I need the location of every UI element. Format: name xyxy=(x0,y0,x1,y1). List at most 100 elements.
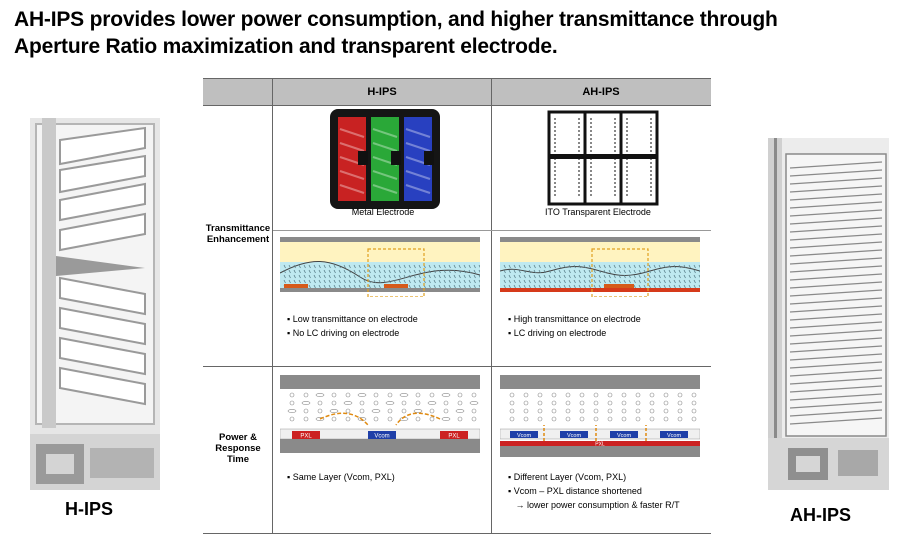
lc-molecule xyxy=(693,284,696,289)
lc-molecule xyxy=(373,392,379,398)
lc-molecule xyxy=(563,274,566,279)
lc-molecule xyxy=(583,279,586,284)
lc-molecule xyxy=(508,269,511,274)
header-h-ips: H-IPS xyxy=(273,78,491,106)
lc-molecule xyxy=(553,269,556,274)
lc-molecule xyxy=(663,274,666,279)
lc-molecule xyxy=(358,269,361,274)
vcom-electrode: Vcom xyxy=(517,433,531,439)
lc-molecule xyxy=(378,284,381,289)
note-line: ▪ High transmittance on electrode xyxy=(508,314,641,324)
lc-molecule xyxy=(583,284,586,289)
lc-molecule xyxy=(288,274,291,279)
lc-molecule xyxy=(343,284,346,289)
lc-molecule xyxy=(593,279,596,284)
lc-molecule xyxy=(688,269,691,274)
lc-molecule xyxy=(348,264,351,269)
lc-molecule xyxy=(338,274,341,279)
lc-molecule xyxy=(458,279,461,284)
lc-molecule xyxy=(508,284,511,289)
lc-molecule xyxy=(378,279,381,284)
lc-molecule xyxy=(413,279,416,284)
lc-molecule xyxy=(523,279,526,284)
lc-molecule xyxy=(408,274,411,279)
lc-molecule xyxy=(593,284,596,289)
lc-molecule xyxy=(543,274,546,279)
lc-molecule xyxy=(323,264,326,269)
lc-molecule xyxy=(433,269,436,274)
lc-molecule xyxy=(543,264,546,269)
lc-molecule xyxy=(663,400,669,406)
lc-molecule xyxy=(508,279,511,284)
lc-molecule xyxy=(457,416,463,422)
lc-molecule xyxy=(553,284,556,289)
ah-ips-label: AH-IPS xyxy=(790,505,852,525)
lc-molecule xyxy=(548,264,551,269)
lc-molecule xyxy=(288,279,291,284)
lc-molecule xyxy=(648,269,651,274)
lc-molecule xyxy=(593,269,596,274)
lc-molecule xyxy=(603,279,606,284)
lc-molecule xyxy=(403,274,406,279)
lc-molecule xyxy=(698,274,700,278)
lc-molecule xyxy=(518,284,521,289)
lc-molecule xyxy=(345,416,351,422)
lc-molecule xyxy=(463,269,466,274)
lc-molecule xyxy=(323,279,326,284)
lc-molecule xyxy=(653,269,656,274)
lc-molecule xyxy=(638,274,641,279)
lc-molecule xyxy=(428,279,431,284)
lc-molecule xyxy=(448,284,451,289)
lc-molecule xyxy=(458,274,461,279)
lc-molecule xyxy=(635,416,641,422)
electrode-stripe xyxy=(789,281,883,289)
lc-molecule xyxy=(288,269,291,274)
lc-molecule xyxy=(328,264,331,269)
lc-molecule xyxy=(623,279,626,284)
lc-molecule xyxy=(403,269,406,274)
lc-molecule xyxy=(401,408,407,414)
lc-molecule xyxy=(323,284,326,289)
lc-molecule xyxy=(441,417,451,421)
lc-molecule xyxy=(308,284,311,289)
lc-molecule xyxy=(289,416,295,422)
lc-molecule xyxy=(638,269,641,274)
lc-molecule xyxy=(533,264,536,269)
lc-molecule xyxy=(298,279,301,284)
lc-molecule xyxy=(363,269,366,274)
lc-molecule xyxy=(537,416,543,422)
electrode-stripe xyxy=(789,169,883,177)
lc-molecule xyxy=(441,393,451,397)
lc-molecule xyxy=(621,400,627,406)
lc-molecule xyxy=(523,392,529,398)
lc-molecule xyxy=(399,393,409,397)
lc-molecule xyxy=(598,279,601,284)
lc-molecule xyxy=(633,284,636,289)
lc-molecule xyxy=(468,284,471,289)
lc-molecule xyxy=(613,279,616,284)
lc-molecule xyxy=(649,392,655,398)
lc-molecule xyxy=(398,274,401,279)
lc-molecule xyxy=(573,264,576,269)
h-ips-transmittance-notes: ▪ Low transmittance on electrode ▪ No LC… xyxy=(287,312,418,340)
lc-molecule xyxy=(668,279,671,284)
lc-molecule xyxy=(463,279,466,284)
lc-molecule xyxy=(343,269,346,274)
lc-molecule xyxy=(318,274,321,279)
lc-molecule xyxy=(385,401,395,405)
lc-molecule xyxy=(413,264,416,269)
lc-molecule xyxy=(558,269,561,274)
lc-molecule xyxy=(658,264,661,269)
lc-molecule xyxy=(551,408,557,414)
lc-molecule xyxy=(678,274,681,279)
lc-molecule xyxy=(373,284,376,289)
note-line: ▪ Vcom – PXL distance shortened xyxy=(508,486,642,496)
electrode-stripe xyxy=(789,321,883,329)
lc-molecule xyxy=(635,392,641,398)
lc-molecule xyxy=(373,279,376,284)
lc-molecule xyxy=(698,264,700,268)
ah-ips-transmittance-notes: ▪ High transmittance on electrode ▪ LC d… xyxy=(508,312,641,340)
lc-molecule xyxy=(408,284,411,289)
lc-molecule xyxy=(553,279,556,284)
lc-molecule xyxy=(593,274,596,279)
